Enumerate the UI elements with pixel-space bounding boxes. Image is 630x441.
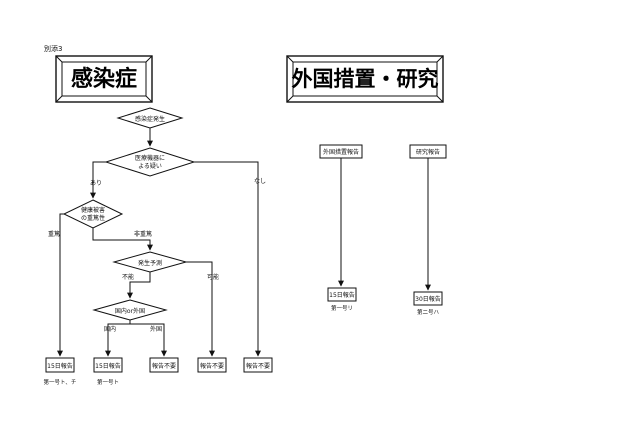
terminal-report-15-domestic-label: 15日報告 xyxy=(95,362,121,370)
label-serious: 重篤 xyxy=(48,230,60,238)
terminal-no-report-none xyxy=(243,357,273,373)
arrow-possible xyxy=(186,261,215,357)
box-foreign-measure-label: 外国措置報告 xyxy=(323,148,359,156)
label-foreign: 外国 xyxy=(150,325,162,333)
terminal-report-15-foreign-label: 15日報告 xyxy=(329,291,355,299)
arrow-yes xyxy=(90,161,106,199)
label-nonserious: 非重篤 xyxy=(134,230,152,238)
arrow-impossible xyxy=(127,272,151,299)
terminal-no-report-foreign-label: 報告不要 xyxy=(152,362,176,370)
node-forecast-label: 発生予測 xyxy=(138,259,162,267)
label-possible: 可能 xyxy=(207,273,219,281)
note-right-item-2: 第二号ハ xyxy=(417,308,440,316)
title-frame-infection xyxy=(55,55,153,103)
title-infection: 感染症 xyxy=(71,66,137,92)
note-item-2: 第一号ト xyxy=(97,378,119,386)
decision-health-severity xyxy=(62,199,124,229)
doc-label: 別添3 xyxy=(44,44,62,53)
arrow-no xyxy=(194,161,261,357)
terminal-report-15-domestic xyxy=(93,357,123,373)
node-health-line1: 健康被害 xyxy=(81,206,105,214)
terminal-report-15-serious xyxy=(45,357,75,373)
node-onset-label: 感染症発生 xyxy=(135,115,165,123)
node-medical-line1: 医療機器に xyxy=(135,154,165,162)
decision-medical-device xyxy=(104,147,196,177)
title-foreign-research: 外国措置・研究 xyxy=(292,67,439,91)
terminal-report-30-research-label: 30日報告 xyxy=(415,295,441,303)
arrow-foreign xyxy=(129,320,167,357)
box-research-label: 研究報告 xyxy=(416,148,440,156)
terminal-no-report-foreign xyxy=(149,357,179,373)
terminal-report-15-serious-label: 15日報告 xyxy=(47,362,73,370)
arrow-nonserious xyxy=(92,228,153,251)
node-domestic-label: 国内or外国 xyxy=(115,307,145,315)
title-frame-foreign-research xyxy=(286,55,444,103)
terminal-report-15-foreign xyxy=(327,287,357,302)
note-right-item-1: 第一号リ xyxy=(331,304,353,312)
label-yes: あり xyxy=(90,180,102,187)
node-health-line2: の重篤性 xyxy=(81,214,105,222)
terminal-no-report-possible xyxy=(197,357,227,373)
terminal-no-report-none-label: 報告不要 xyxy=(246,362,270,370)
label-impossible: 不能 xyxy=(122,273,134,281)
note-item-1: 第一号ト、チ xyxy=(44,378,77,386)
terminal-no-report-possible-label: 報告不要 xyxy=(200,362,224,370)
label-domestic: 国内 xyxy=(104,325,116,333)
node-medical-line2: よる疑い xyxy=(138,162,162,170)
arrow-serious xyxy=(57,213,64,357)
label-no: なし xyxy=(254,178,266,185)
terminal-report-30-research xyxy=(413,291,443,306)
